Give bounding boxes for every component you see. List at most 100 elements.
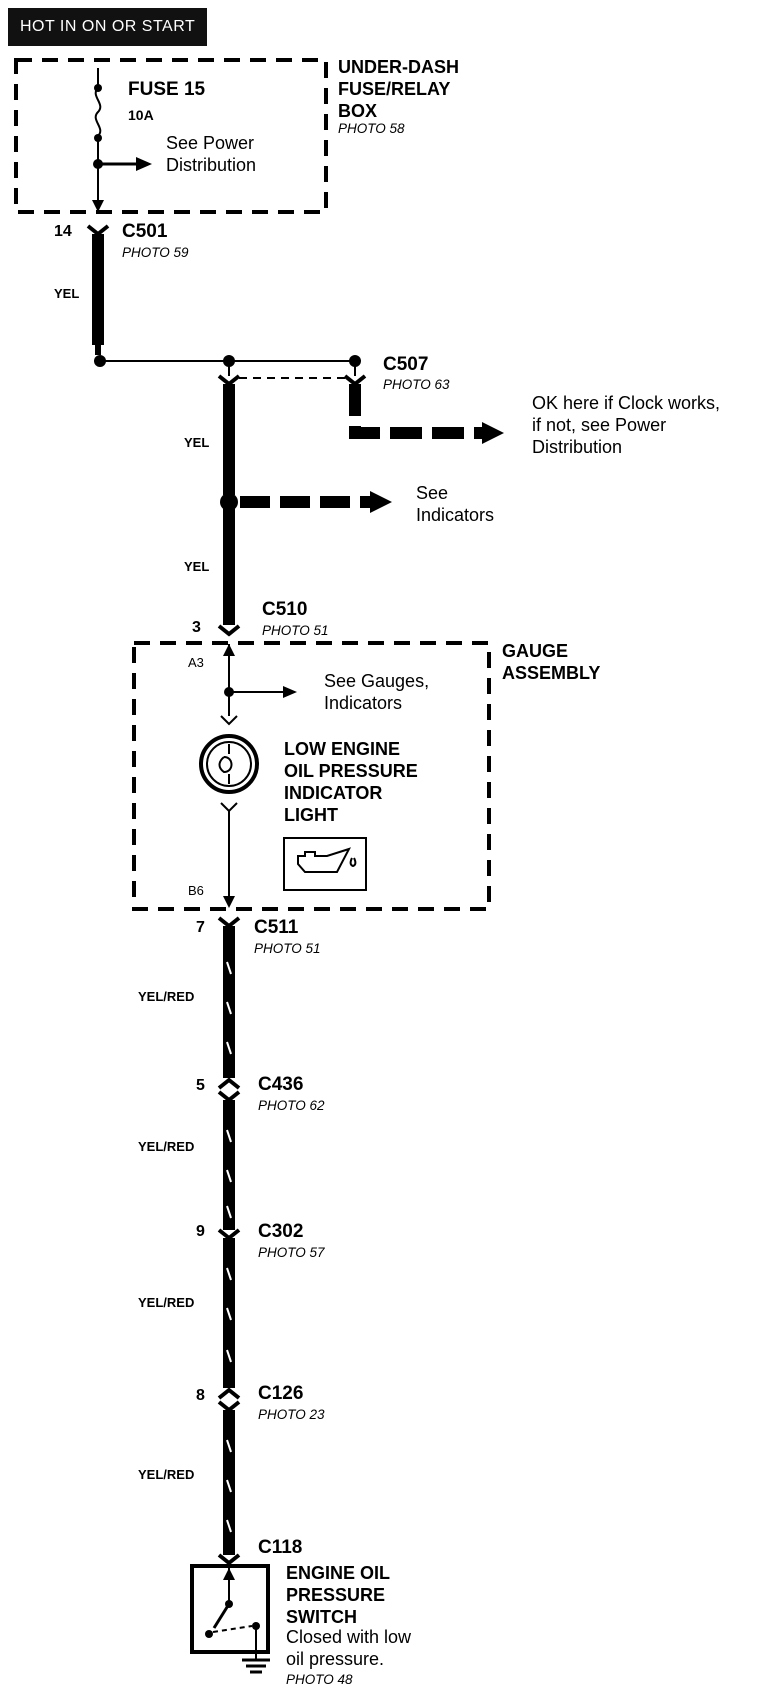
c436-pin: 5 xyxy=(196,1077,205,1094)
yelred-stripe-2b xyxy=(226,1169,232,1183)
fuse-symbol xyxy=(94,87,102,137)
wire-color-yel-2: YEL xyxy=(184,435,210,450)
c511-name: C511 xyxy=(254,917,299,938)
c126-pin: 8 xyxy=(196,1387,205,1404)
fuse-label: FUSE 15 xyxy=(128,79,206,100)
hot-in-label: HOT IN ON OR START xyxy=(8,8,208,46)
bulb-top-connector xyxy=(220,715,238,726)
power-dist-arrow-head xyxy=(136,157,152,171)
c118-name: C118 xyxy=(258,1537,303,1558)
indicators-branch-arrow xyxy=(370,491,392,513)
yelred-stripe-1c xyxy=(226,1041,232,1055)
c126-photo: PHOTO 23 xyxy=(258,1407,325,1422)
wire-color-yel-1: YEL xyxy=(54,286,80,301)
yelred-stripe-3b xyxy=(226,1307,232,1321)
switch-title-3: SWITCH xyxy=(286,1607,357,1627)
switch-title-2: PRESSURE xyxy=(286,1585,386,1605)
indicator-light-line3: INDICATOR xyxy=(284,783,383,803)
c501-connector-symbol xyxy=(86,224,110,237)
wire-color-yelred-1: YEL/RED xyxy=(138,989,195,1004)
switch-dashed-link xyxy=(212,1625,253,1633)
yelred-stripe-2a xyxy=(226,1129,232,1143)
wire-color-yelred-3: YEL/RED xyxy=(138,1295,195,1310)
indicator-light-line1: LOW ENGINE xyxy=(284,739,400,759)
switch-desc-1: Closed with low xyxy=(286,1627,412,1647)
yelred-stripe-1b xyxy=(226,1001,232,1015)
fuse-rating: 10A xyxy=(128,107,154,123)
gauge-assembly-title-2: ASSEMBLY xyxy=(502,663,601,683)
c507-connector-left xyxy=(217,374,241,387)
wire-color-yelred-2: YEL/RED xyxy=(138,1139,195,1154)
c510-connector-symbol xyxy=(217,624,241,637)
clock-note-line2: if not, see Power xyxy=(532,415,667,435)
wire-color-yel-3: YEL xyxy=(184,559,210,574)
c507-photo: PHOTO 63 xyxy=(383,377,450,392)
c302-connector-symbol xyxy=(217,1228,241,1241)
fuse-box-title-3: BOX xyxy=(338,101,378,121)
clock-note-line1: OK here if Clock works, xyxy=(532,393,721,413)
yelred-stripe-3a xyxy=(226,1267,232,1281)
c436-photo: PHOTO 62 xyxy=(258,1098,325,1113)
yelred-stripe-4a xyxy=(226,1439,232,1453)
indicator-light-line2: OIL PRESSURE xyxy=(284,761,418,781)
c126-connector-bottom xyxy=(217,1400,241,1413)
c507-connector-right xyxy=(343,374,367,387)
fuse-box-title-1: UNDER-DASH xyxy=(338,57,459,77)
c510-photo: PHOTO 51 xyxy=(262,623,329,638)
pin-b6: B6 xyxy=(188,883,204,898)
c436-connector-bottom xyxy=(217,1090,241,1103)
indicator-bulb-inner xyxy=(206,741,252,787)
switch-contact-left xyxy=(205,1630,213,1638)
c302-photo: PHOTO 57 xyxy=(258,1245,325,1260)
b6-arrow xyxy=(223,896,235,908)
c511-photo: PHOTO 51 xyxy=(254,941,321,956)
switch-desc-2: oil pressure. xyxy=(286,1649,385,1669)
c126-connector-top xyxy=(217,1387,241,1400)
clock-branch-wire xyxy=(349,384,485,439)
c126-name: C126 xyxy=(258,1383,304,1404)
c511-connector-symbol xyxy=(217,916,241,929)
gauges-note-line2: Indicators xyxy=(324,693,403,713)
c510-name: C510 xyxy=(262,599,308,620)
see-power-line1: See Power xyxy=(166,133,255,153)
c501-photo: PHOTO 59 xyxy=(122,245,189,260)
oil-can-icon xyxy=(297,847,357,873)
indicator-bulb-outer xyxy=(199,734,259,794)
c501-pin: 14 xyxy=(54,223,72,240)
fuse-box-title-2: FUSE/RELAY xyxy=(338,79,451,99)
fuse-output-arrow xyxy=(92,200,104,212)
gauges-note-line1: See Gauges, xyxy=(324,671,430,691)
yelred-stripe-4b xyxy=(226,1479,232,1493)
gauge-assembly-title-1: GAUGE xyxy=(502,641,569,661)
switch-photo: PHOTO 48 xyxy=(286,1672,353,1687)
oil-pressure-switch-box xyxy=(190,1564,270,1654)
bulb-bottom-connector xyxy=(220,802,238,813)
gauges-arrow-head xyxy=(283,686,297,698)
oil-can-icon-frame xyxy=(283,837,367,891)
yelred-stripe-4c xyxy=(226,1519,232,1533)
pin-a3: A3 xyxy=(188,655,204,670)
c302-pin: 9 xyxy=(196,1223,205,1240)
indicators-note-line1: See xyxy=(416,483,449,503)
c511-pin: 7 xyxy=(196,919,205,936)
c436-name: C436 xyxy=(258,1074,304,1095)
indicator-light-line4: LIGHT xyxy=(284,805,338,825)
switch-blade xyxy=(212,1603,231,1629)
ground-icon xyxy=(242,1658,270,1674)
c501-name: C501 xyxy=(122,221,168,242)
clock-note-line3: Distribution xyxy=(532,437,623,457)
see-power-line2: Distribution xyxy=(166,155,257,175)
c507-name: C507 xyxy=(383,354,429,375)
switch-title-1: ENGINE OIL xyxy=(286,1563,391,1583)
c436-connector-top xyxy=(217,1077,241,1090)
fuse-box-photo: PHOTO 58 xyxy=(338,121,405,136)
c118-connector-symbol xyxy=(217,1553,241,1566)
indicators-note-line2: Indicators xyxy=(416,505,495,525)
yelred-stripe-1a xyxy=(226,961,232,975)
yelred-stripe-2c xyxy=(226,1205,232,1219)
clock-branch-arrow xyxy=(482,422,504,444)
c302-name: C302 xyxy=(258,1221,304,1242)
fuse-box-outline xyxy=(14,58,328,214)
bulb-filament xyxy=(218,744,233,784)
